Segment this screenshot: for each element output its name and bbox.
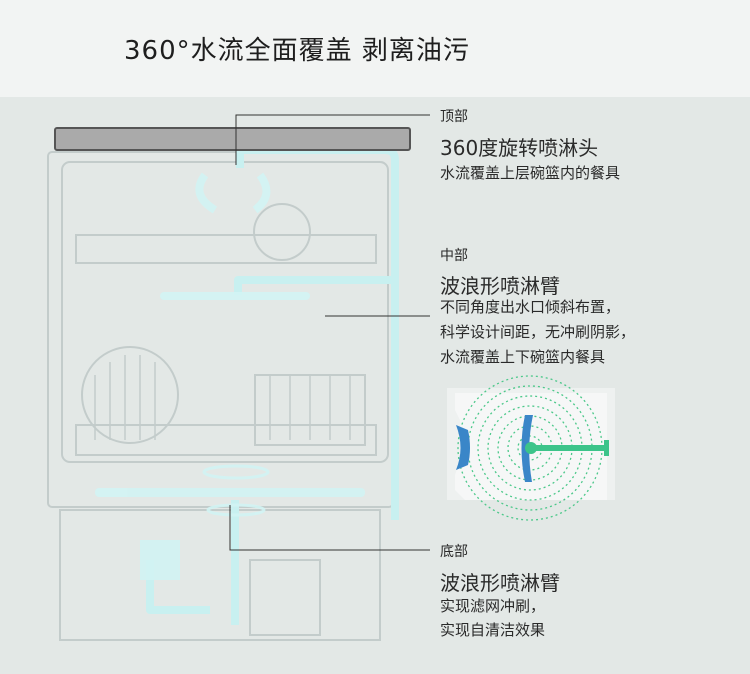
label-middle-desc-3: 水流覆盖上下碗篮内餐具: [440, 348, 606, 366]
label-middle-heading: 波浪形喷淋臂: [440, 274, 560, 298]
label-top-position: 顶部: [440, 109, 468, 125]
header-band: [0, 0, 750, 97]
page-title: 360°水流全面覆盖 剥离油污: [124, 36, 470, 66]
label-bottom-desc-2: 实现自清洁效果: [440, 621, 546, 639]
label-bottom-heading: 波浪形喷淋臂: [440, 571, 560, 595]
lower-rack: [75, 424, 377, 456]
plate-icon: [81, 346, 179, 444]
label-bottom-desc-1: 实现滤网冲刷，: [440, 597, 546, 615]
label-middle-desc-1: 不同角度出水口倾斜布置，: [440, 298, 621, 316]
filter: [140, 540, 180, 580]
water-pipe: [146, 146, 399, 625]
middle-spray-arm: [160, 292, 310, 300]
label-top-desc: 水流覆盖上层碗篮内的餐具: [440, 164, 621, 182]
label-middle-desc-2: 科学设计间距，无冲刷阴影，: [440, 323, 636, 341]
upper-rack: [75, 234, 377, 264]
label-bottom-position: 底部: [440, 544, 468, 560]
label-middle-position: 中部: [440, 248, 468, 264]
bottom-spray-arm: [95, 488, 365, 497]
countertop: [54, 127, 411, 151]
spray-coverage-inset: [447, 375, 615, 521]
label-top-heading: 360度旋转喷淋头: [440, 136, 599, 160]
leader-line-top: [235, 114, 430, 165]
dishwasher-body: [47, 151, 394, 508]
leader-line-bottom: [229, 505, 430, 551]
